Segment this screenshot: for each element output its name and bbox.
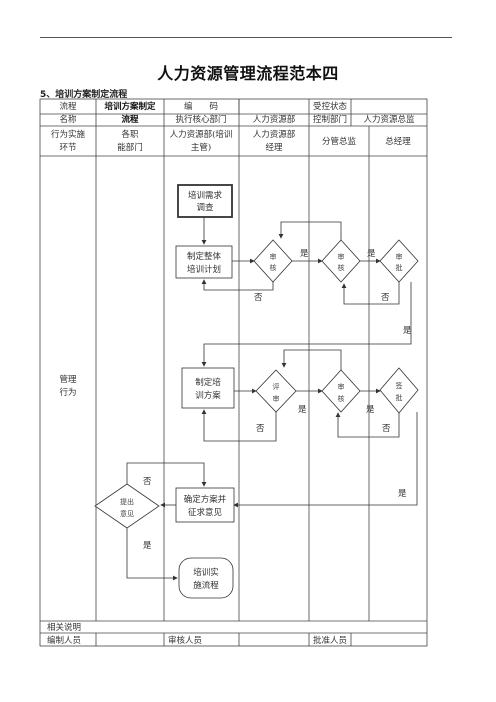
lane-ceo: 总经理	[385, 136, 411, 147]
row-label-1: 管理	[59, 374, 77, 385]
lane-hr-manager-2: 经理	[265, 142, 283, 153]
node-overall-plan	[175, 245, 233, 279]
node-sign	[379, 367, 419, 414]
node-review-3	[321, 369, 361, 413]
overall-plan-text-2: 培训计划	[187, 264, 221, 275]
reviewer-label: 审核人员	[168, 635, 202, 646]
sign-text-2: 批	[396, 393, 403, 402]
make-plan-text-2: 训方案	[195, 390, 221, 401]
node-survey	[177, 184, 233, 218]
edge-yes-review3: 是	[366, 405, 375, 415]
lane-hr-supervisor-1: 人力资源部(培训	[170, 129, 233, 140]
approve1-text-1: 审	[396, 252, 403, 261]
row-label-2: 行为	[59, 387, 76, 398]
notes-label: 相关说明	[47, 622, 81, 633]
edge-no-suggest: 否	[143, 477, 152, 487]
evaluate-text-1: 评	[273, 383, 280, 391]
edge-yes-approve1: 是	[403, 326, 412, 336]
review3-text-2: 核	[338, 394, 345, 403]
process-name-value-2: 流程	[121, 114, 139, 125]
review2-text-2: 核	[338, 263, 345, 272]
suggest-text-1: 提出	[120, 497, 134, 506]
survey-text-2: 调查	[196, 202, 214, 213]
code-label: 编 码	[184, 101, 218, 112]
phase-label-1: 行为实施	[51, 129, 86, 140]
evaluate-text-2: 审	[273, 394, 280, 403]
confirm-text-2: 征求意见	[188, 507, 223, 518]
implement-text-1: 培训实	[193, 567, 219, 578]
process-name-value-1: 培训方案制定	[104, 101, 156, 112]
lane-hr-manager-1: 人力资源部	[253, 129, 296, 140]
lane-depts-1: 各职	[121, 129, 139, 140]
review1-text-2: 核	[270, 263, 277, 272]
process-name-label-2: 名称	[59, 114, 77, 125]
author-label: 编制人员	[47, 635, 81, 646]
lane-director: 分管总监	[322, 136, 357, 147]
overall-plan-text-1: 制定整体	[187, 251, 222, 262]
review1-text-1: 审	[270, 252, 277, 261]
implement-text-2: 施流程	[193, 580, 219, 591]
node-implement	[178, 557, 234, 599]
edge-yes-review2: 是	[367, 249, 376, 259]
survey-text-1: 培训需求	[188, 190, 223, 201]
sign-text-1: 签	[396, 381, 403, 390]
suggest-text-2: 意见	[120, 509, 134, 518]
table-grid	[39, 98, 428, 647]
node-review-2	[321, 239, 361, 283]
header-rule	[40, 37, 452, 38]
edge-no-evaluate: 否	[256, 424, 265, 434]
confirm-text-1: 确定方案并	[184, 494, 227, 505]
review3-text-1: 审	[338, 382, 345, 391]
make-plan-text-1: 制定培	[195, 377, 221, 388]
edge-yes-review1: 是	[300, 249, 309, 259]
node-approve-1	[379, 239, 419, 283]
control-dept-label: 控制部门	[313, 114, 347, 125]
exec-dept-value: 人力资源部	[253, 114, 296, 125]
phase-label-2: 环节	[59, 143, 77, 153]
review2-text-1: 审	[338, 252, 345, 261]
edge-yes-suggest: 是	[143, 541, 152, 551]
edge-no-approve1: 否	[381, 293, 390, 303]
page-title: 人力资源管理流程范本四	[157, 64, 339, 83]
node-suggest	[94, 483, 160, 529]
node-confirm	[175, 487, 235, 523]
status-label: 受控状态	[313, 101, 348, 112]
lane-depts-2: 能部门	[117, 142, 143, 153]
process-name-label-1: 流程	[59, 101, 77, 112]
flow-connectors	[126, 217, 418, 581]
approver-label: 批准人员	[313, 635, 347, 646]
control-dept-value: 人力资源总监	[363, 114, 415, 125]
node-review-1	[253, 239, 293, 283]
edge-no-sign: 否	[382, 424, 391, 434]
approve1-text-2: 批	[396, 263, 403, 272]
node-evaluate	[255, 369, 297, 413]
section-heading: 5、培训方案制定流程	[40, 90, 128, 100]
edge-yes-sign: 是	[398, 489, 407, 499]
lane-hr-supervisor-2: 主管)	[191, 142, 211, 153]
edge-yes-evaluate: 是	[298, 405, 307, 415]
edge-no-review1: 否	[254, 293, 263, 303]
node-make-plan	[181, 367, 235, 409]
exec-dept-label: 执行核心部门	[175, 114, 226, 125]
